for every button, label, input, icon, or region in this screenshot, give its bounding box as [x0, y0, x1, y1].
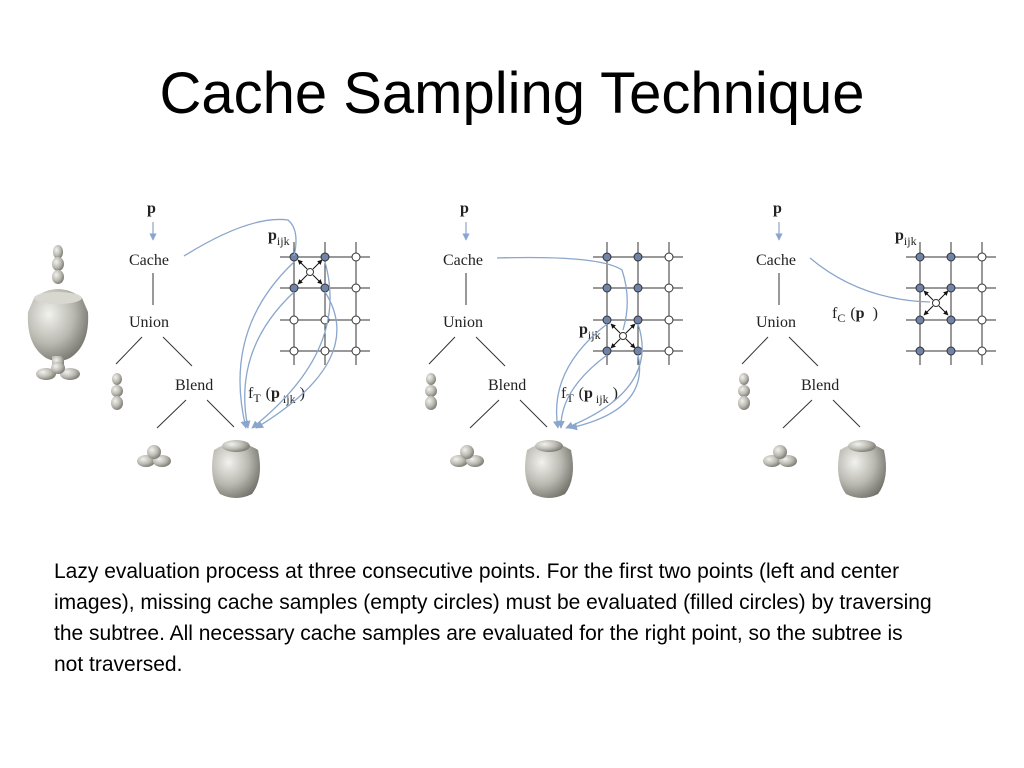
cache-node-label: Cache — [129, 252, 169, 269]
figure-caption: Lazy evaluation process at three consecu… — [54, 560, 932, 676]
vase-object-image — [212, 440, 260, 498]
stack-object-image — [111, 373, 123, 410]
cache-node-label: Cache — [756, 252, 796, 269]
union-node-label: Union — [756, 314, 796, 331]
cache-node-label: Cache — [443, 252, 483, 269]
panel-right: p Cache Union Blend — [738, 200, 996, 498]
fc-function-label: fC(p) — [832, 305, 878, 325]
cache-samples — [602, 252, 674, 356]
union-node-label: Union — [129, 314, 169, 331]
point-label: p — [147, 200, 156, 217]
slide-title: Cache Sampling Technique — [159, 61, 865, 126]
tripod-object-image — [763, 445, 797, 467]
vase-object-image — [838, 440, 886, 498]
sample-point-label: pijk — [268, 227, 290, 248]
cache-samples — [289, 252, 361, 356]
panel-left: p Cache Union Blend — [111, 200, 370, 498]
union-node-label: Union — [443, 314, 483, 331]
vase-object-image — [525, 440, 573, 498]
blend-node-label: Blend — [488, 377, 526, 394]
point-label: p — [460, 200, 469, 217]
tripod-object-image — [137, 445, 171, 467]
panel-center: p Cache Union Blend — [425, 200, 683, 498]
point-label: p — [773, 200, 782, 217]
stack-object-image — [425, 373, 437, 410]
sample-point-label: pijk — [895, 227, 917, 248]
stack-object-image — [738, 373, 750, 410]
composite-vase-image — [27, 245, 89, 380]
blend-node-label: Blend — [801, 377, 839, 394]
cache-samples — [915, 252, 987, 356]
tripod-object-image — [450, 445, 484, 467]
blend-node-label: Blend — [175, 377, 213, 394]
